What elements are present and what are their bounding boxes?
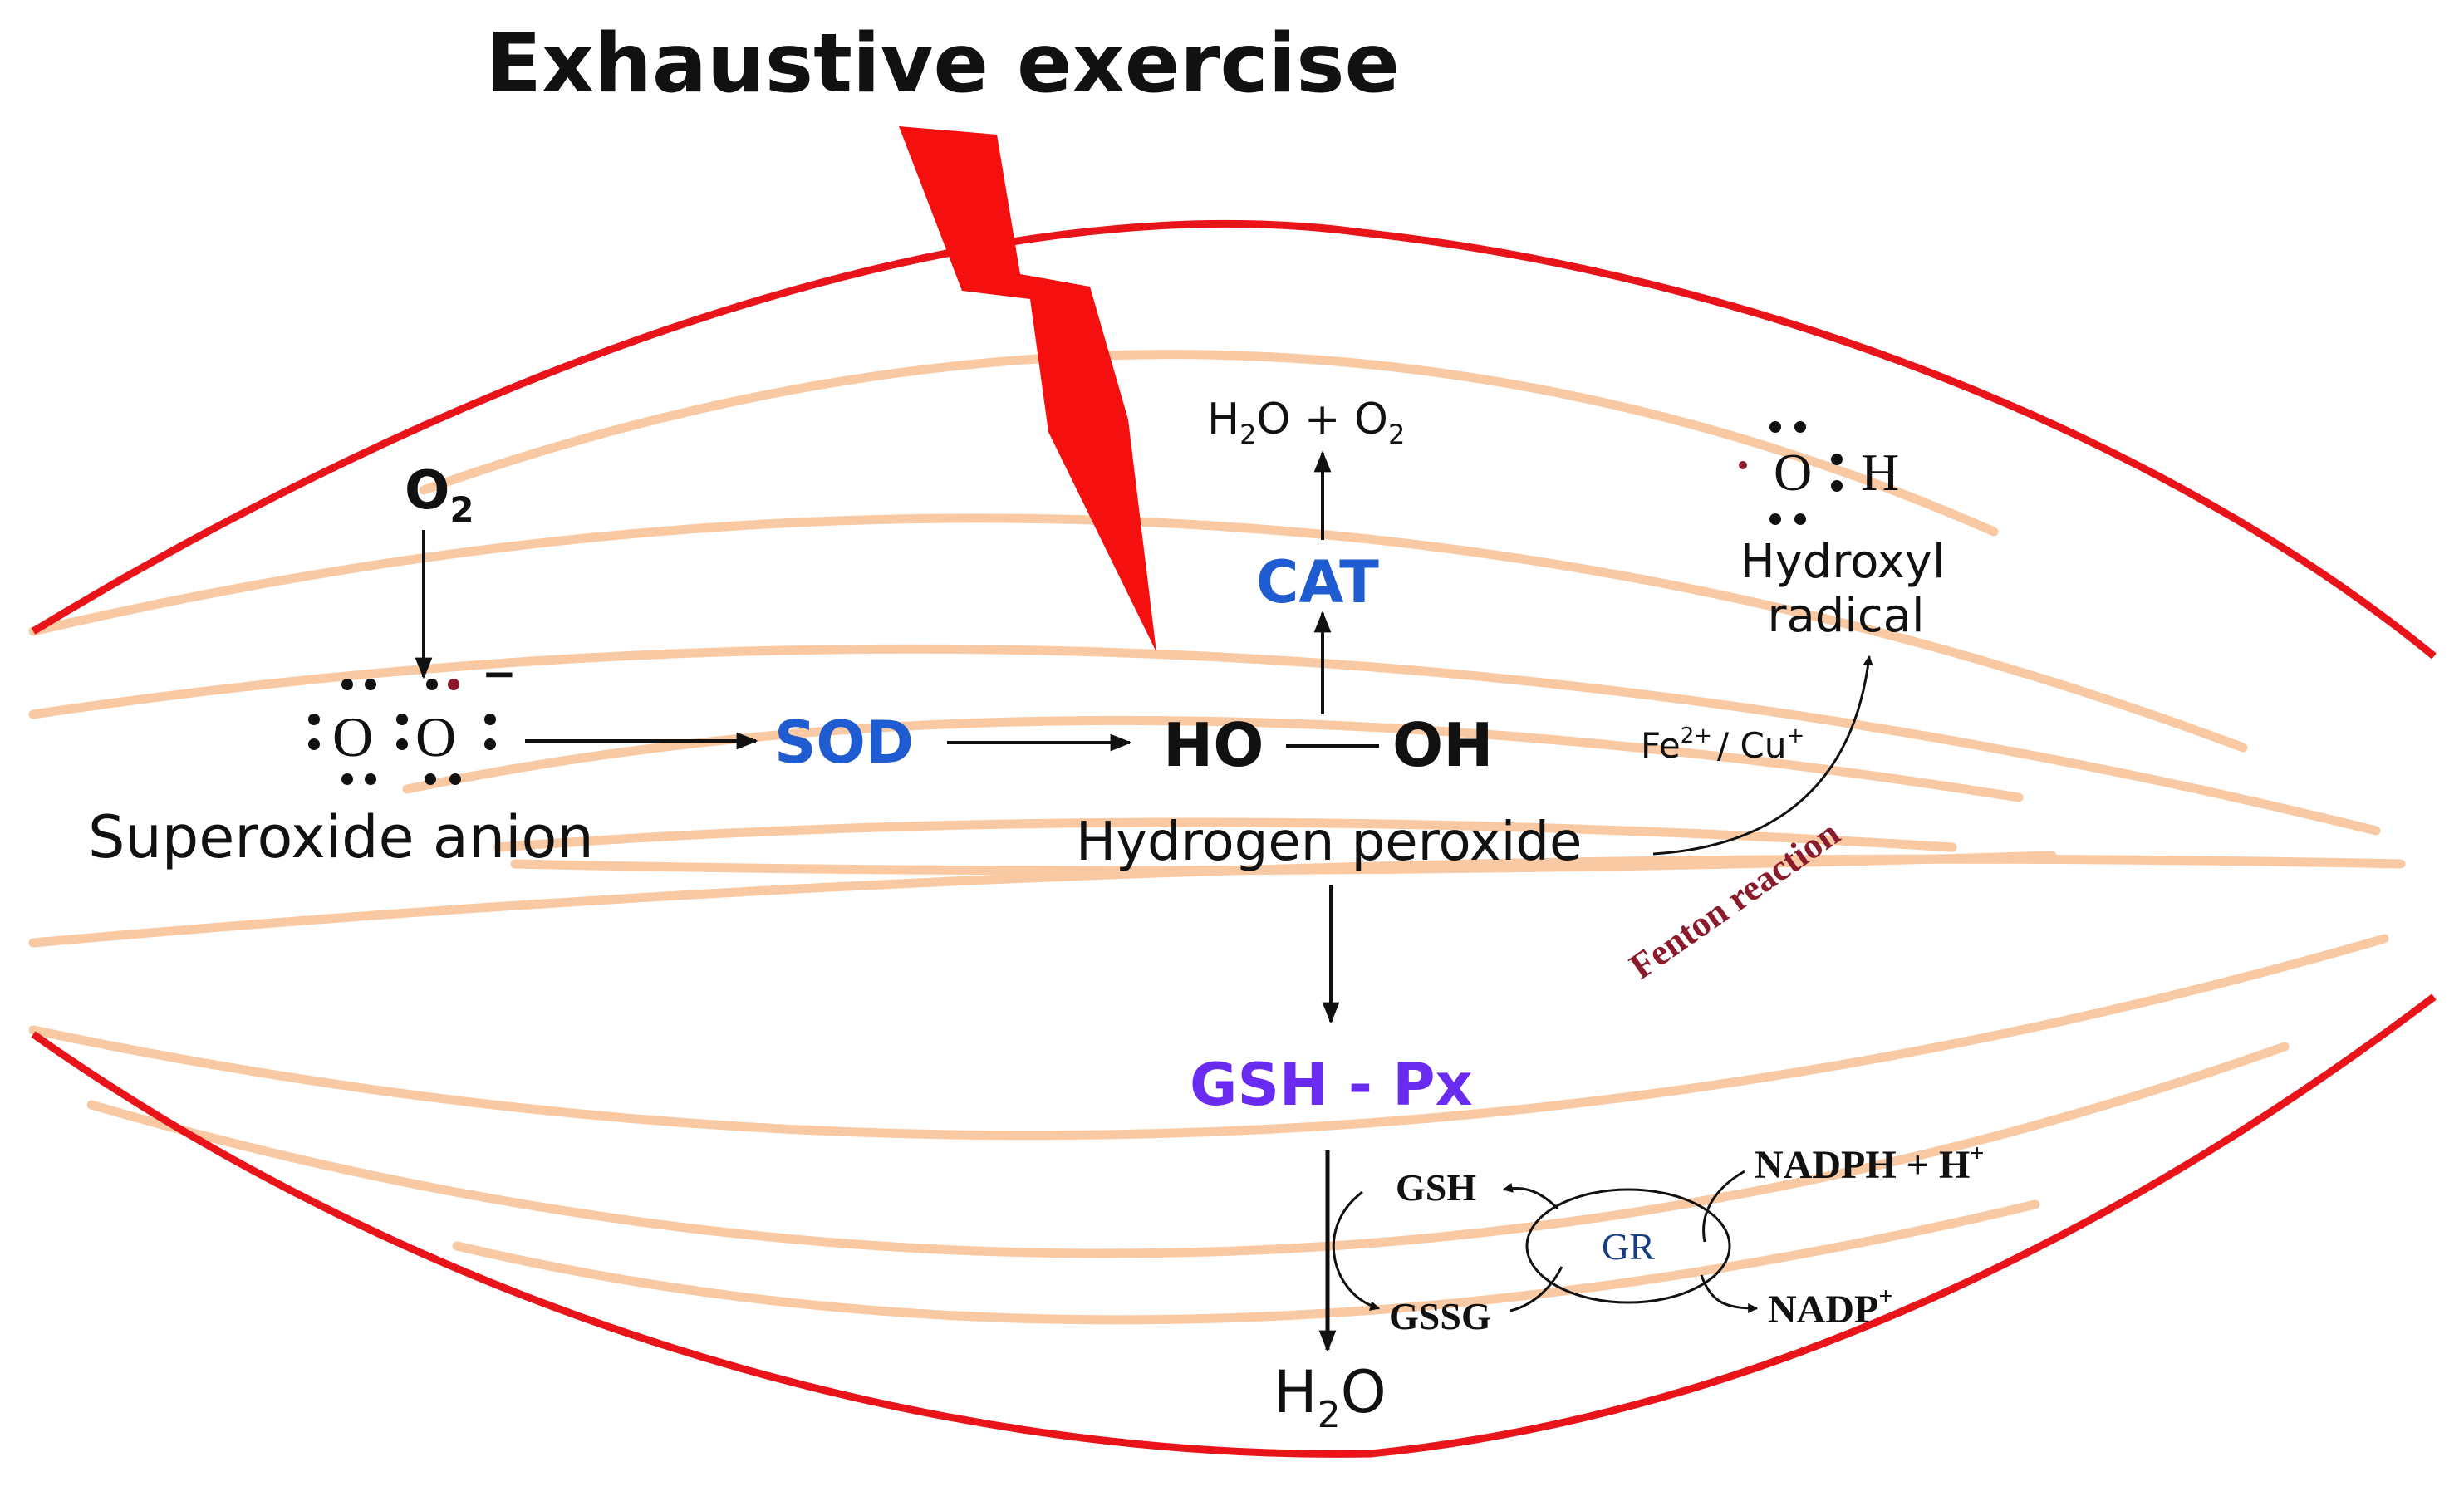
hydroxyl-unpaired-electron (1739, 461, 1747, 469)
hydroxyl-atom-h: H (1861, 443, 1899, 502)
superoxide-atom-1: O (332, 705, 373, 768)
enzyme-sod: SOD (774, 709, 914, 777)
peroxide-label: Hydrogen peroxide (1076, 812, 1582, 873)
hydroxyl-atom-o: O (1774, 443, 1812, 502)
superoxide-label: Superoxide anion (88, 803, 594, 871)
fiber-line (28, 644, 2381, 836)
superoxide-atom-2: O (415, 705, 456, 768)
cell-membrane (31, 219, 2437, 1458)
lone-pair-dots (308, 679, 496, 785)
arrow-nadph-to-gr (1702, 1170, 1745, 1243)
enzyme-cat: CAT (1256, 548, 1379, 616)
fiber-line (419, 350, 1999, 537)
metal-cofactors: Fe2+/ Cu+ (1641, 724, 1804, 766)
superoxide-structure: O O − (308, 650, 517, 785)
unpaired-electron (448, 679, 459, 690)
fiber-line (452, 1199, 2040, 1325)
arrow-fenton-to-hydroxyl (1652, 655, 1873, 856)
membrane-bottom (31, 993, 2437, 1458)
muscle-fibers (28, 350, 2406, 1325)
arrow-gssg-loop (1332, 1190, 1381, 1311)
arrow-gr-to-nadp (1700, 1274, 1759, 1313)
fiber-line (28, 854, 2406, 948)
o2-label: O2 (405, 460, 474, 530)
lightning-bolt-icon (899, 126, 1156, 652)
superoxide-charge: − (482, 650, 517, 698)
diagram-title: Exhaustive exercise (486, 17, 1400, 111)
nadp-label: NADP+ (1768, 1283, 1892, 1332)
fiber-line (493, 817, 1957, 852)
gsh-label: GSH (1396, 1166, 1476, 1209)
fiber-line (402, 715, 2024, 802)
peroxide-oh: OH (1392, 710, 1493, 780)
enzyme-gshpx: GSH - Px (1190, 1051, 1473, 1119)
h2o-o2-products: H2O + O2 (1207, 395, 1405, 450)
enzyme-gr: GR (1602, 1225, 1655, 1268)
hydroxyl-dots (1769, 421, 1843, 525)
membrane-top (31, 219, 2437, 660)
glutathione-cycle: GSH GSSG GR NADPH + H+ NADP+ (1332, 1140, 1984, 1337)
water-product: H2O (1274, 1358, 1387, 1436)
gssg-label: GSSG (1389, 1295, 1491, 1337)
fiber-line (28, 513, 2248, 753)
peroxide-ho: HO (1163, 710, 1264, 780)
hydroxyl-label-line1: Hydroxyl (1740, 535, 1946, 589)
hydroxyl-label-line2: radical (1767, 589, 1924, 643)
arrow-gr-to-gsh (1502, 1183, 1559, 1210)
fiber-line (86, 1042, 2290, 1258)
gr-ellipse (1525, 1188, 1731, 1304)
arrow-gssg-to-gr (1509, 1266, 1563, 1312)
fiber-line (28, 934, 2389, 1141)
hydroxyl-structure: O H (1739, 421, 1899, 525)
nadph-label: NADPH + H+ (1755, 1140, 1984, 1187)
